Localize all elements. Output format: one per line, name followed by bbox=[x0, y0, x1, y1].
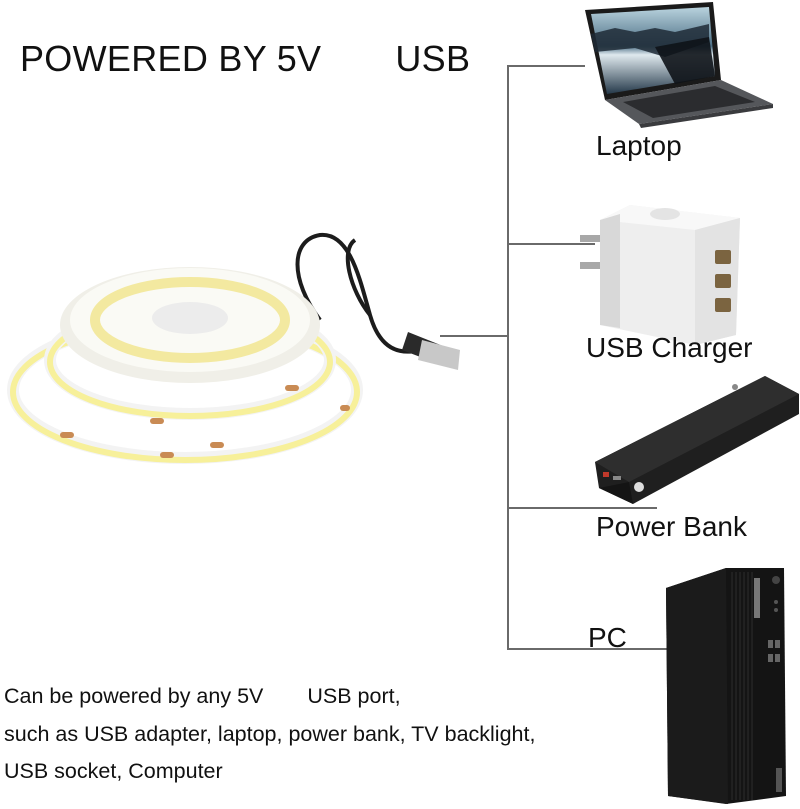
connector-pc bbox=[507, 648, 669, 650]
laptop-icon bbox=[585, 2, 773, 128]
connector-laptop bbox=[507, 65, 585, 67]
power-bank-icon bbox=[595, 376, 799, 504]
device-label-laptop: Laptop bbox=[596, 130, 682, 161]
description-line-1-part1: Can be powered by any 5V bbox=[4, 684, 264, 708]
page-title: POWERED BY 5V USB bbox=[20, 38, 470, 80]
connector-powerbank bbox=[507, 507, 657, 509]
device-label-usb-charger: USB Charger bbox=[586, 332, 753, 363]
description-line-2: such as USB adapter, laptop, power bank,… bbox=[4, 722, 536, 746]
connector-vertical bbox=[507, 65, 509, 650]
title-part2: USB bbox=[395, 38, 471, 79]
led-strip-product-image bbox=[7, 232, 460, 464]
connector-led bbox=[440, 335, 509, 337]
description-line-1-part2: USB port, bbox=[307, 684, 401, 708]
description-line-1: Can be powered by any 5V USB port, bbox=[4, 684, 401, 709]
description-line-3: USB socket, Computer bbox=[4, 759, 223, 783]
connector-charger bbox=[507, 243, 595, 245]
title-part1: POWERED BY 5V bbox=[20, 38, 322, 79]
desktop-pc-icon bbox=[666, 568, 786, 804]
usb-charger-icon bbox=[580, 205, 740, 345]
device-label-power-bank: Power Bank bbox=[596, 511, 747, 542]
device-label-pc: PC bbox=[588, 622, 627, 653]
